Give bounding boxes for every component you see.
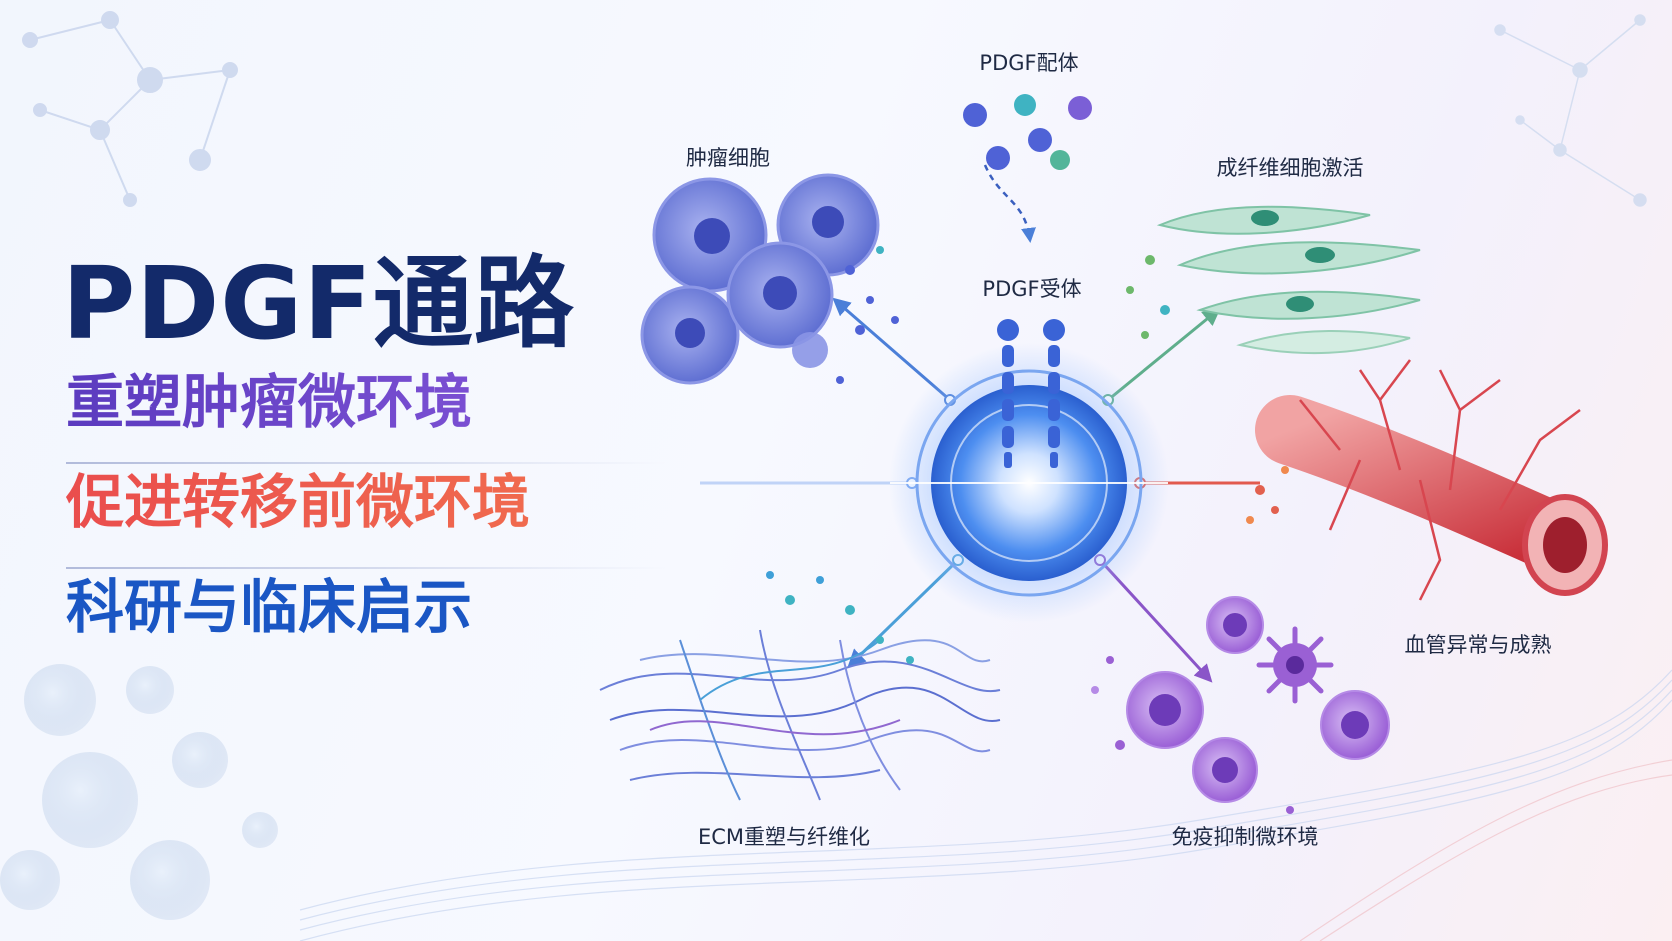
blood-vessel-illustration	[1246, 359, 1608, 601]
divider	[66, 462, 666, 464]
molecule-network-decoration-topright	[1494, 14, 1647, 207]
subtitle-research-clinical-insights: 科研与临床启示	[66, 573, 473, 641]
subtitle-premetastatic-niche: 促进转移前微环境	[66, 455, 530, 539]
pdgf-receptor-dimer	[997, 319, 1065, 468]
molecule-network-decoration-topleft	[22, 11, 238, 207]
ligand-arrow	[983, 164, 1036, 243]
immune-cells-illustration	[1091, 596, 1390, 814]
label-vessel-abnormality: 血管异常与成熟	[1405, 633, 1552, 657]
label-pdgf-ligand: PDGF配体	[979, 51, 1078, 75]
divider	[66, 567, 666, 569]
label-fibroblast-activation: 成纤维细胞激活	[1217, 156, 1364, 180]
ecm-particles	[766, 571, 914, 664]
wave-lines-decoration	[299, 669, 1672, 941]
bubble-decoration-bottomleft	[0, 664, 278, 920]
subtitle-reshape-tumor-microenvironment: 重塑肿瘤微环境	[66, 355, 472, 439]
label-pdgf-receptor: PDGF受体	[982, 277, 1081, 301]
label-tumor-cells: 肿瘤细胞	[686, 146, 770, 170]
fibroblast-illustration	[1126, 205, 1421, 355]
pdgf-ligand-molecules	[963, 94, 1092, 170]
pdgf-receptor-hub	[889, 343, 1169, 623]
ecm-fibers-illustration	[599, 629, 1001, 801]
page-title: PDGF通路	[62, 245, 575, 362]
tumor-cells-illustration	[640, 173, 899, 385]
label-immune-suppression: 免疫抑制微环境	[1172, 825, 1319, 849]
label-ecm-remodeling: ECM重塑与纤维化	[698, 825, 870, 849]
